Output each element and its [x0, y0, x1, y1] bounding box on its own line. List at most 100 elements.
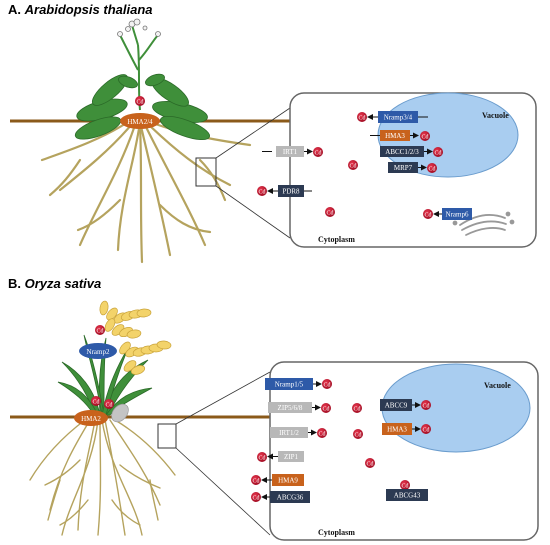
svg-text:Cd: Cd — [252, 479, 259, 485]
svg-text:Cd: Cd — [323, 383, 330, 389]
svg-text:Cd: Cd — [318, 432, 325, 438]
nramp15-label: Nramp1/5 — [275, 381, 304, 389]
cd-irt1: Cd — [313, 147, 323, 157]
irt12-transporter — [270, 427, 308, 438]
cd-pdr8: Cd — [257, 186, 267, 196]
irt1-transporter — [276, 146, 304, 157]
abcg36-label: ABCG36 — [277, 494, 304, 502]
svg-text:Cd: Cd — [92, 400, 99, 406]
cd-stem-b2: Cd — [104, 399, 114, 409]
cd-nramp34: Cd — [357, 112, 367, 122]
hma2-label: HMA2 — [81, 415, 101, 423]
cd-free-b3: Cd — [365, 458, 375, 468]
svg-text:Cd: Cd — [422, 404, 429, 410]
vacuole-b-label: Vacuole — [484, 381, 511, 390]
cd-nramp15: Cd — [322, 379, 332, 389]
nramp34-label: Nramp3/4 — [384, 114, 413, 122]
svg-text:Cd: Cd — [354, 433, 361, 439]
arabidopsis-roots — [40, 120, 252, 264]
hma3-label-a: HMA3 — [385, 132, 405, 140]
zoom-box-a — [195, 157, 217, 187]
cd-hma3-a: Cd — [420, 131, 430, 141]
svg-text:Cd: Cd — [105, 403, 112, 409]
cd-free-a1: Cd — [348, 160, 358, 170]
golgi-icon — [452, 211, 515, 236]
svg-text:Cd: Cd — [349, 164, 356, 170]
abcc9-transporter — [380, 399, 412, 411]
cd-nramp6: Cd — [423, 209, 433, 219]
cd-hma9: Cd — [251, 475, 261, 485]
pdr8-transporter — [278, 185, 304, 197]
svg-text:Cd: Cd — [424, 213, 431, 219]
cytoplasm-a-label: Cytoplasm — [318, 235, 355, 244]
hma9-transporter — [272, 474, 304, 486]
panel-a-letter: A. — [8, 2, 21, 17]
pdr8-label: PDR8 — [282, 188, 300, 196]
cd-panicle: Cd — [95, 325, 105, 335]
abcg43-label: ABCG43 — [394, 492, 421, 500]
zoom-line-top-a — [215, 107, 291, 159]
svg-text:Cd: Cd — [401, 484, 408, 490]
svg-text:Cd: Cd — [434, 151, 441, 157]
abcc123-label: ABCC1/2/3 — [385, 148, 419, 156]
zip568-transporter — [268, 402, 312, 413]
svg-text:Cd: Cd — [258, 456, 265, 462]
abcg43-transporter — [386, 489, 428, 501]
svg-text:Cd: Cd — [428, 167, 435, 173]
cd-free-a2: Cd — [325, 207, 335, 217]
hma3-transporter-b — [382, 423, 412, 435]
svg-text:Cd: Cd — [326, 211, 333, 217]
cd-abcg43: Cd — [400, 480, 410, 490]
irt1-label: IRT1 — [283, 148, 298, 156]
panel-b: Nramp2 Cd Cd Cd HMA2 Vacuole Cytoplasm N… — [10, 300, 539, 541]
cd-abcc9: Cd — [421, 400, 431, 410]
zoom-line-bottom-a — [215, 185, 291, 239]
cd-abcg36: Cd — [251, 492, 261, 502]
panel-b-letter: B. — [8, 276, 21, 291]
zip568-label: ZIP5/6/8 — [278, 404, 303, 412]
panel-a: HMA2/4 Cd Vacuole Cytoplasm IRT1 Cd PDR8 — [10, 18, 537, 264]
cd-plant-a: Cd — [135, 96, 145, 106]
hma9-label: HMA9 — [278, 477, 298, 485]
hma3-transporter-a — [380, 130, 410, 141]
svg-text:Cd: Cd — [421, 135, 428, 141]
nramp2-badge — [79, 343, 117, 359]
cd-mrp7: Cd — [427, 163, 437, 173]
rice-roots — [29, 419, 176, 536]
cd-stem-b1: Cd — [91, 396, 101, 406]
mrp7-transporter — [388, 162, 418, 173]
svg-text:Cd: Cd — [422, 428, 429, 434]
svg-text:Cd: Cd — [358, 116, 365, 122]
nramp15-transporter — [265, 378, 313, 390]
nramp6-transporter — [442, 208, 472, 220]
panel-b-species: Oryza sativa — [24, 276, 102, 291]
gray-organ — [111, 403, 129, 423]
zoom-line-bottom-b — [175, 447, 271, 536]
svg-text:Cd: Cd — [353, 407, 360, 413]
svg-text:Cd: Cd — [322, 407, 329, 413]
rice-panicles — [99, 300, 172, 375]
abcc9-label: ABCC9 — [385, 402, 408, 410]
zip1-transporter — [278, 451, 304, 462]
panel-a-species: Arabidopsis thaliana — [24, 2, 153, 17]
arabidopsis-flowers — [117, 18, 161, 37]
cd-hma3-b: Cd — [421, 424, 431, 434]
cd-zip568: Cd — [321, 403, 331, 413]
abcg36-transporter — [270, 491, 310, 503]
cytoplasm-b-label: Cytoplasm — [318, 528, 355, 537]
hma24-badge — [120, 113, 160, 129]
hma2-badge — [74, 410, 108, 426]
svg-text:Cd: Cd — [252, 496, 259, 502]
svg-text:Cd: Cd — [314, 151, 321, 157]
nramp6-label: Nramp6 — [446, 211, 469, 219]
svg-text:Cd: Cd — [366, 462, 373, 468]
irt12-label: IRT1/2 — [279, 429, 299, 437]
zoom-box-b — [157, 423, 177, 449]
arabidopsis-leaves — [74, 73, 210, 141]
mrp7-label: MRP7 — [394, 164, 413, 172]
cd-free-b2: Cd — [353, 429, 363, 439]
hma24-label: HMA2/4 — [127, 118, 153, 126]
zoom-line-top-b — [175, 371, 271, 425]
cd-abcc123: Cd — [433, 147, 443, 157]
